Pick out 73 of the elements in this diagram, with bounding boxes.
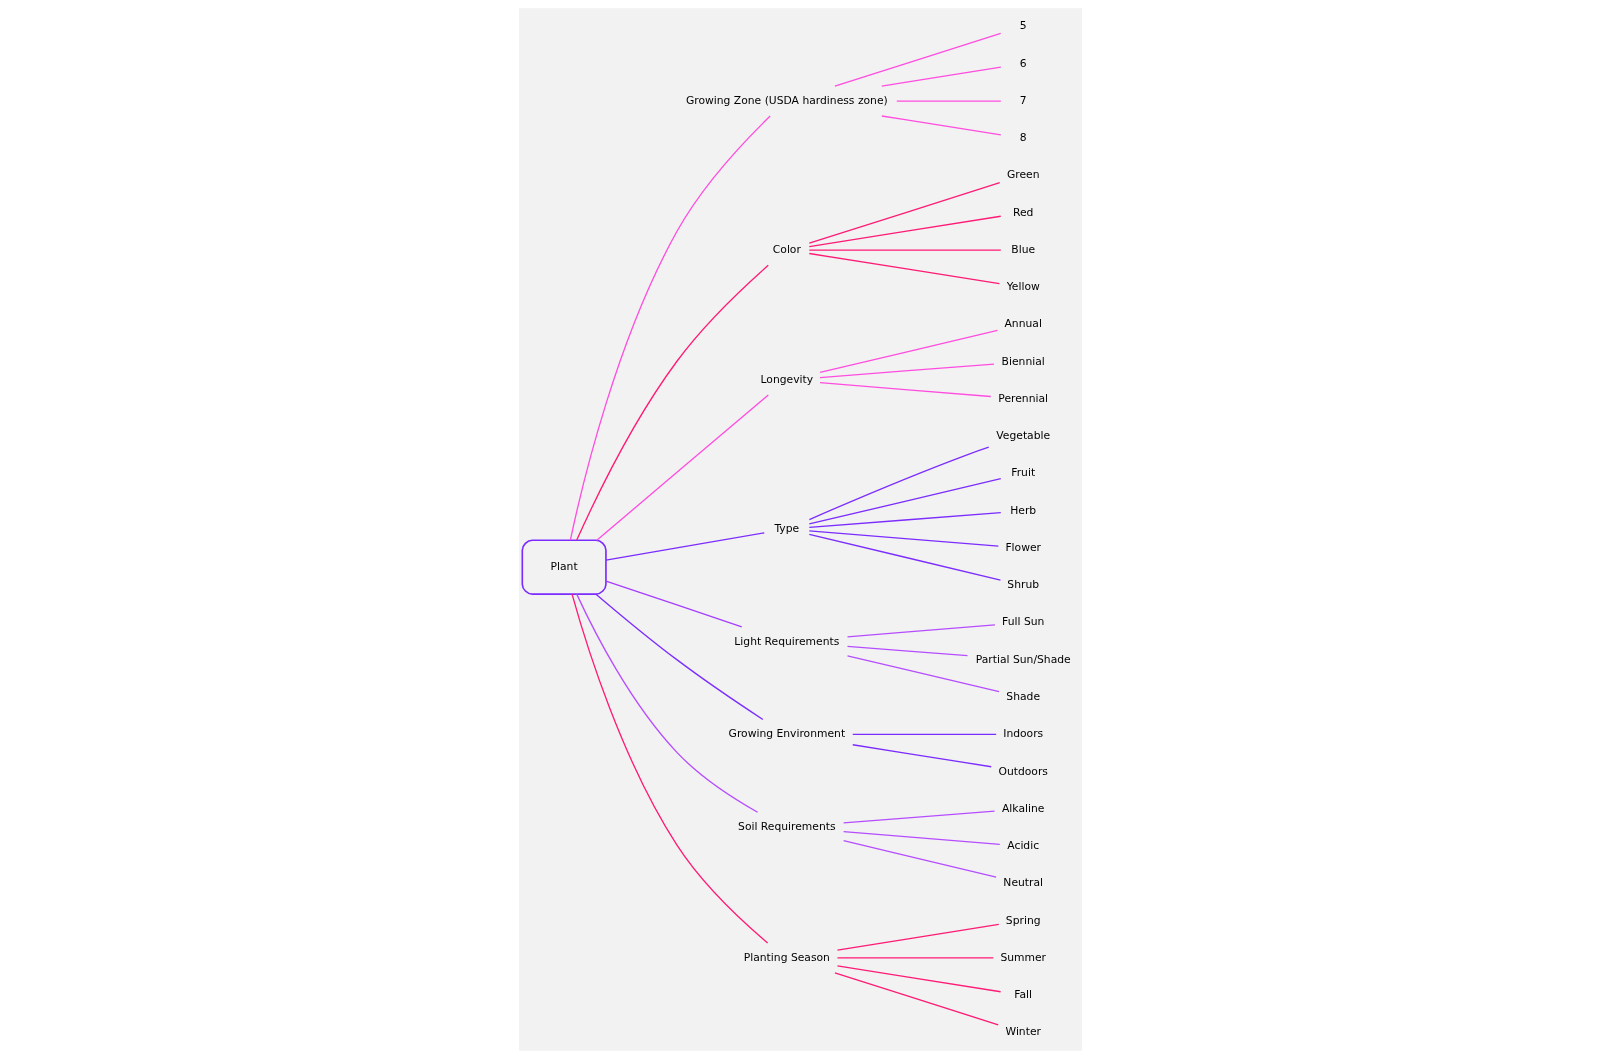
node-text: Color <box>772 242 801 256</box>
connector <box>808 182 1000 244</box>
node-text: Outdoors <box>997 764 1048 778</box>
node-text: 5 <box>1019 19 1027 33</box>
connector <box>818 363 995 379</box>
connector <box>808 446 989 521</box>
connector <box>836 957 994 959</box>
connector <box>808 215 1001 248</box>
node-text: Summer <box>999 950 1046 964</box>
connector <box>595 394 769 541</box>
node-text: Annual <box>1004 317 1042 331</box>
node-text: Fall <box>1013 988 1032 1002</box>
connector <box>594 593 763 721</box>
node-text: Growing Zone (USDA hardiness zone) <box>685 93 888 107</box>
node-text: Vegetable <box>995 429 1050 443</box>
connector <box>842 831 1000 845</box>
connector <box>604 580 742 628</box>
connector <box>880 66 1001 87</box>
connector <box>808 478 1001 525</box>
node-text: Alkaline <box>1001 801 1044 815</box>
node-text: Blue <box>1010 242 1035 256</box>
connector <box>851 744 992 768</box>
connector <box>575 593 758 813</box>
node-text: Green <box>1006 168 1039 182</box>
node-text: Growing Environment <box>728 727 845 741</box>
node-text: Type <box>773 521 799 535</box>
node-text: Herb <box>1009 503 1036 517</box>
connector <box>833 972 999 1026</box>
node-text: Neutral <box>1002 876 1043 890</box>
node-text: 6 <box>1019 56 1027 70</box>
node-text: Acidic <box>1006 839 1039 852</box>
connector <box>880 115 1001 136</box>
connector <box>569 115 771 541</box>
node-text: Indoors <box>1002 727 1043 741</box>
node-text: Partial Sun/Shade <box>975 652 1071 666</box>
node-box: Plant <box>520 539 607 595</box>
connector <box>818 329 998 374</box>
connector <box>575 264 769 541</box>
connector <box>604 532 765 561</box>
node-text: 8 <box>1019 131 1027 145</box>
node-text: Light Requirements <box>733 634 839 648</box>
connector <box>836 923 999 951</box>
node-text: Winter <box>1004 1025 1041 1039</box>
connector <box>808 511 1001 529</box>
node-text: Planting Season <box>743 950 830 964</box>
node-text: Yellow <box>1006 280 1040 294</box>
connector <box>818 382 991 398</box>
connector <box>808 249 1001 251</box>
connector <box>808 530 999 547</box>
connector <box>570 593 768 944</box>
connector <box>846 655 1000 693</box>
connector <box>808 252 1000 285</box>
node-text: Biennial <box>1001 354 1045 368</box>
connector <box>842 810 995 824</box>
node-text: Red <box>1012 205 1033 219</box>
node-text: Perennial <box>997 391 1048 405</box>
connector <box>836 965 1001 993</box>
connector <box>842 839 997 878</box>
node-text: Spring <box>1005 913 1041 927</box>
connector <box>846 624 996 638</box>
node-text: Full Sun <box>1001 615 1044 629</box>
connector <box>846 645 968 657</box>
connector <box>833 32 1001 87</box>
connector <box>851 733 997 736</box>
connector <box>808 533 1001 581</box>
node-text: Fruit <box>1010 466 1035 480</box>
node-text: 7 <box>1019 93 1027 107</box>
node-text: Shade <box>1005 689 1040 703</box>
node-text: Shrub <box>1006 578 1039 592</box>
node-text: Longevity <box>760 372 813 386</box>
node-text: Soil Requirements <box>737 819 836 833</box>
node-text: Flower <box>1004 540 1041 554</box>
connector <box>895 100 1001 102</box>
